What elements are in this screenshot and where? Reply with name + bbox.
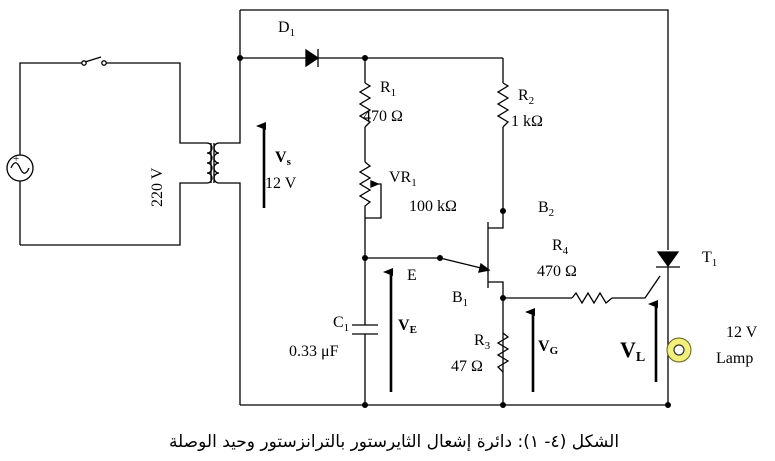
r4-label: R4 <box>552 237 569 257</box>
vs-label: Vs <box>275 149 292 168</box>
lamp <box>666 337 692 363</box>
lamp-label: Lamp <box>716 350 753 367</box>
d1-label: D1 <box>278 19 295 39</box>
mains-voltage-label: 220 V <box>149 167 166 207</box>
e-label: E <box>407 267 417 284</box>
r2-value: 1 kΩ <box>511 113 543 130</box>
vs-value: 12 V <box>265 175 297 192</box>
vl-label: VL <box>620 337 645 365</box>
thyristor-t1 <box>656 251 680 278</box>
r4-value: 470 Ω <box>537 263 577 280</box>
r3-value: 47 Ω <box>451 358 483 375</box>
ve-label: VE <box>398 317 417 336</box>
transformer <box>206 58 241 405</box>
vg-label: VG <box>538 338 559 357</box>
junction-dots <box>237 55 671 408</box>
vr1-value: 100 kΩ <box>409 198 457 215</box>
resistor-r2 <box>496 82 510 128</box>
gate-wire <box>612 275 661 299</box>
resistor-r4 <box>571 291 613 305</box>
left-branch-wires <box>364 58 440 405</box>
diode-d1 <box>305 48 320 68</box>
r2-label: R2 <box>518 87 534 107</box>
figure-caption: الشكل (٤- ١): دائرة إشعال الثايرستور بال… <box>169 432 619 452</box>
capacitor-c1 <box>352 324 378 335</box>
primary-circuit-wires <box>19 62 207 246</box>
c1-label: C1 <box>333 314 349 334</box>
switch <box>81 56 107 66</box>
resistor-r1 <box>358 82 372 128</box>
resistor-r3 <box>496 332 510 373</box>
b2-label: B2 <box>538 199 554 219</box>
variable-resistor-vr1 <box>358 161 382 219</box>
r1-label: R1 <box>380 79 396 99</box>
t1-label: T1 <box>702 249 717 269</box>
r3-label: R3 <box>474 332 491 352</box>
b1-label: B1 <box>452 289 468 309</box>
lamp-voltage-label: 12 V <box>726 324 758 341</box>
r1-value: 470 Ω <box>363 108 403 125</box>
source-plus-sign: + <box>13 153 19 165</box>
c1-value: 0.33 μF <box>289 343 339 360</box>
ac-source <box>6 154 34 182</box>
vr1-label: VR1 <box>389 169 417 189</box>
